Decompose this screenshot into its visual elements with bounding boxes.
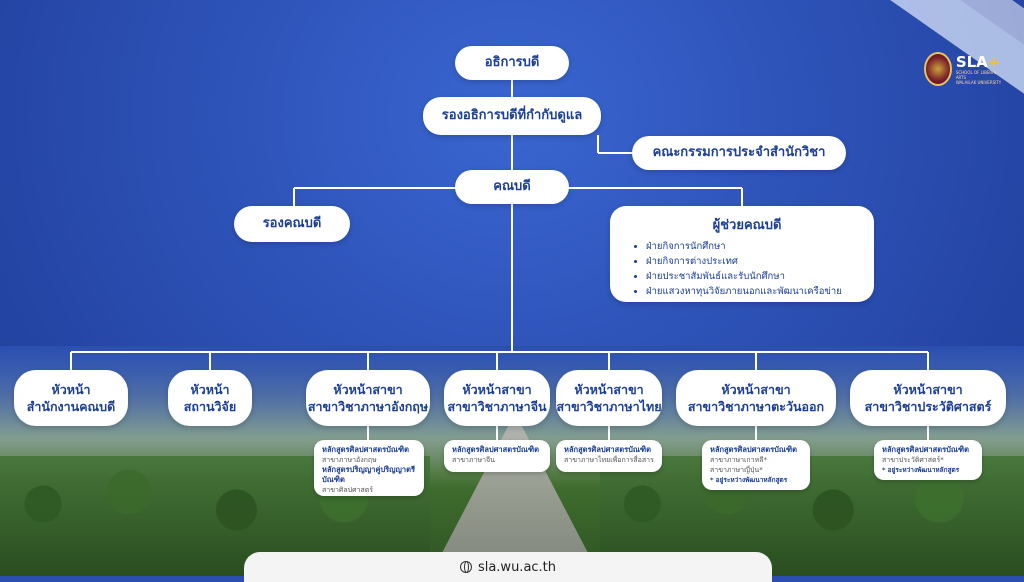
vice-president-label: รองอธิการบดีที่กำกับดูแล [441,108,583,123]
dept-line1: หัวหน้า [51,382,91,397]
logo-text: SLA+ SCHOOL OF LIBERAL ARTS WALAILAK UNI… [956,54,1004,85]
program-sub: สาขาภาษาอังกฤษ [322,456,377,464]
program-sub: สาขาภาษาเกาหลี* [710,456,767,464]
dept-line2: สถานวิจัย [183,399,237,414]
assistant-dean-item: ฝ่ายกิจการต่างประเทศ [646,254,862,269]
logo-sub1: SCHOOL OF LIBERAL ARTS [955,69,997,80]
president-label: อธิการบดี [484,55,540,70]
dept-history: หัวหน้าสาขา สาขาวิชาประวัติศาสตร์ [850,370,1006,426]
assistant-dean-item: ฝ่ายแสวงหาทุนวิจัยภายนอกและพัฒนาเครือข่า… [646,284,862,299]
dept-line2: สาขาวิชาประวัติศาสตร์ [864,399,992,414]
logo-name: SLA+ [955,52,1001,71]
dean-label: คณบดี [493,179,531,194]
dept-line2: สาขาวิชาภาษาไทย [556,399,662,414]
assistant-dean-title: ผู้ช่วยคณบดี [712,218,782,233]
footer-bar: sla.wu.ac.th [244,552,772,582]
program-history: หลักสูตรศิลปศาสตรบัณฑิต สาขาประวัติศาสตร… [874,440,982,480]
dept-line1: หัวหน้าสาขา [333,382,403,397]
website-link[interactable]: sla.wu.ac.th [477,559,557,575]
assistant-dean-box: ผู้ช่วยคณบดี ฝ่ายกิจการนักศึกษา ฝ่ายกิจก… [610,206,874,302]
dean-box: คณบดี [455,170,569,204]
committee-box: คณะกรรมการประจำสำนักวิชา [632,136,846,170]
program-english: หลักสูตรศิลปศาสตรบัณฑิต สาขาภาษาอังกฤษ ห… [314,440,424,496]
program-chinese: หลักสูตรศิลปศาสตรบัณฑิต สาขาภาษาจีน [444,440,550,472]
program-title: หลักสูตรปริญญาคู่ปริญญาตรีบัณฑิต [322,465,416,484]
program-title: หลักสูตรศิลปศาสตรบัณฑิต [882,445,969,454]
sla-logo: SLA+ SCHOOL OF LIBERAL ARTS WALAILAK UNI… [924,48,1004,90]
university-seal-icon [924,52,952,86]
assistant-dean-item: ฝ่ายกิจการนักศึกษา [646,239,862,254]
deputy-dean-box: รองคณบดี [234,206,350,242]
program-note: * อยู่ระหว่างพัฒนาหลักสูตร [710,476,788,484]
dept-line2: สาขาวิชาภาษาอังกฤษ [307,399,429,414]
dept-line1: หัวหน้าสาขา [893,382,963,397]
program-title: หลักสูตรศิลปศาสตรบัณฑิต [710,445,797,454]
dept-english: หัวหน้าสาขา สาขาวิชาภาษาอังกฤษ [306,370,430,426]
dept-thai: หัวหน้าสาขา สาขาวิชาภาษาไทย [556,370,662,426]
program-sub: สาขาภาษาญี่ปุ่น* [710,466,763,474]
program-sub: สาขาภาษาจีน [452,456,495,464]
vice-president-box: รองอธิการบดีที่กำกับดูแล [423,97,601,135]
program-title: หลักสูตรศิลปศาสตรบัณฑิต [322,445,409,454]
dept-chinese: หัวหน้าสาขา สาขาวิชาภาษาจีน [444,370,550,426]
president-box: อธิการบดี [455,46,569,80]
dept-line1: หัวหน้าสาขา [574,382,644,397]
program-title: หลักสูตรศิลปศาสตรบัณฑิต [564,445,651,454]
dept-line2: สาขาวิชาภาษาจีน [447,399,547,414]
dept-line1: หัวหน้า [190,382,230,397]
committee-label: คณะกรรมการประจำสำนักวิชา [652,145,826,160]
dept-line2: สำนักงานคณบดี [26,399,116,414]
deputy-dean-label: รองคณบดี [262,216,322,231]
dept-line1: หัวหน้าสาขา [462,382,532,397]
program-thai: หลักสูตรศิลปศาสตรบัณฑิต สาขาภาษาไทยเพื่อ… [556,440,662,472]
program-sub: สาขาภาษาไทยเพื่อการสื่อสาร [564,456,654,464]
dept-line1: หัวหน้าสาขา [721,382,791,397]
assistant-dean-list: ฝ่ายกิจการนักศึกษา ฝ่ายกิจการต่างประเทศ … [632,239,862,299]
dept-dean-office: หัวหน้า สำนักงานคณบดี [14,370,128,426]
program-sub: สาขาประวัติศาสตร์* [882,456,944,464]
program-eastern: หลักสูตรศิลปศาสตรบัณฑิต สาขาภาษาเกาหลี* … [702,440,810,490]
assistant-dean-item: ฝ่ายประชาสัมพันธ์และรับนักศึกษา [646,269,862,284]
program-sub: สาขาศิลปศาสตร์ [322,486,374,494]
dept-eastern: หัวหน้าสาขา สาขาวิชาภาษาตะวันออก [676,370,836,426]
program-title: หลักสูตรศิลปศาสตรบัณฑิต [452,445,539,454]
dept-research-center: หัวหน้า สถานวิจัย [168,370,252,426]
dept-line2: สาขาวิชาภาษาตะวันออก [687,399,825,414]
program-note: * อยู่ระหว่างพัฒนาหลักสูตร [882,466,960,474]
logo-sub2: WALAILAK UNIVERSITY [955,79,1002,85]
globe-icon [459,561,472,573]
